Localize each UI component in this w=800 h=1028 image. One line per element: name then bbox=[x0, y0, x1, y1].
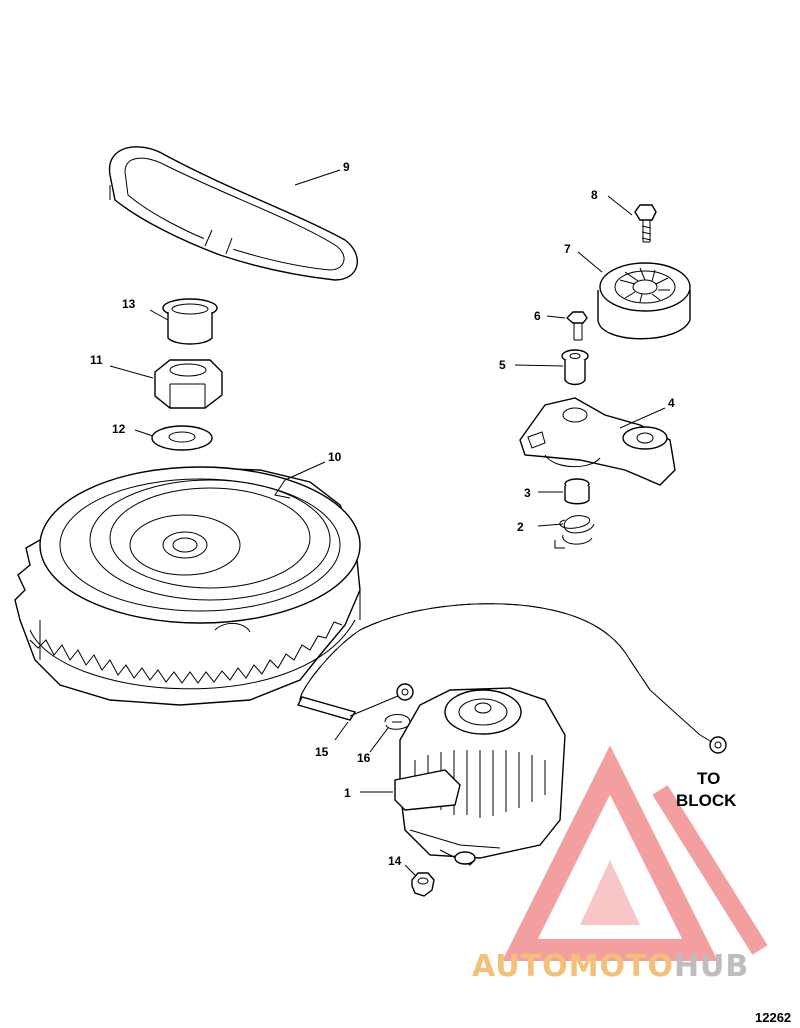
watermark-text: AUTOMOTOHUB bbox=[472, 949, 749, 984]
watermark-part-3: HUB bbox=[674, 949, 749, 984]
tension-spring bbox=[554, 515, 595, 549]
drive-belt bbox=[108, 146, 358, 281]
ground-cable bbox=[296, 603, 727, 754]
hex-nut bbox=[154, 359, 223, 409]
flywheel bbox=[14, 466, 361, 706]
watermark-part-1: AUTO bbox=[472, 949, 569, 984]
callout-9: 9 bbox=[343, 160, 350, 174]
callout-12: 12 bbox=[112, 422, 126, 436]
callout-15: 15 bbox=[315, 745, 329, 759]
callout-4: 4 bbox=[668, 396, 675, 410]
callout-1: 1 bbox=[344, 786, 351, 800]
lock-washer bbox=[384, 714, 411, 730]
note-line-1: TO bbox=[697, 769, 720, 788]
figure-number: 12262 bbox=[755, 1010, 791, 1025]
small-nut bbox=[411, 872, 435, 897]
callout-5: 5 bbox=[499, 358, 506, 372]
leader-lines bbox=[109, 169, 666, 877]
callout-16: 16 bbox=[357, 751, 371, 765]
callout-14: 14 bbox=[388, 854, 402, 868]
washer bbox=[151, 425, 213, 451]
callout-3: 3 bbox=[524, 486, 531, 500]
idler-pulley bbox=[597, 262, 691, 340]
callout-13: 13 bbox=[122, 297, 136, 311]
bolt bbox=[634, 204, 657, 243]
callout-7: 7 bbox=[564, 242, 571, 256]
callout-11: 11 bbox=[90, 353, 103, 367]
spacer-sleeve bbox=[561, 349, 589, 386]
alternator bbox=[394, 687, 566, 866]
watermark-logo-icon bbox=[502, 745, 768, 961]
screw bbox=[565, 311, 588, 341]
pivot-bushing bbox=[564, 478, 590, 505]
callout-2: 2 bbox=[517, 520, 524, 534]
callout-6: 6 bbox=[534, 309, 541, 323]
callout-8: 8 bbox=[591, 188, 598, 202]
watermark-part-2: MOTO bbox=[569, 949, 674, 984]
note-line-2: BLOCK bbox=[676, 791, 737, 810]
callout-10: 10 bbox=[328, 450, 342, 464]
bushing bbox=[162, 298, 218, 345]
tensioner-arm bbox=[519, 397, 676, 486]
